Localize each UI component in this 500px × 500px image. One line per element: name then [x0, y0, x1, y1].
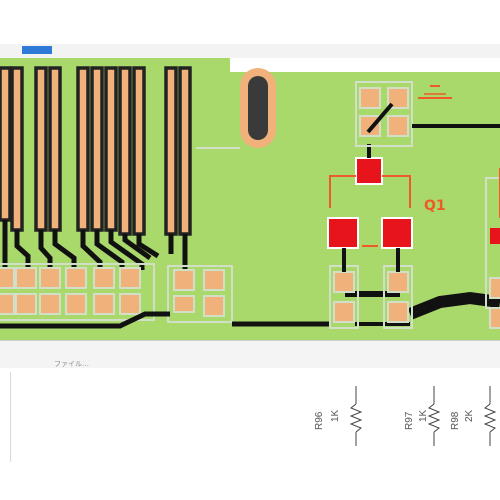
- r97-value: 1K: [418, 409, 429, 422]
- resistor-r98: R98 2K: [450, 386, 497, 446]
- schematic-panel-title: ファイル…: [54, 360, 89, 368]
- r96-ref: R96: [314, 411, 325, 430]
- q1-pad-right: [381, 217, 413, 249]
- q1-silkscreen-right: [382, 175, 411, 208]
- r97-ref: R97: [404, 411, 415, 430]
- q1-pad-left: [327, 217, 359, 249]
- r98-value: 2K: [464, 409, 475, 422]
- r96-value: 1K: [330, 409, 341, 422]
- q1-silkscreen-left: [329, 175, 356, 208]
- pcb-layout-canvas[interactable]: Q1: [0, 58, 500, 340]
- crystal-oval-pad: [196, 68, 276, 149]
- q1-label: Q1: [424, 198, 446, 214]
- pad-block-middle: [167, 265, 233, 323]
- toolbar: [0, 44, 500, 58]
- pad-grid-left: [0, 263, 155, 321]
- pad-block-top-right: [355, 81, 500, 147]
- board-top-left: [0, 58, 230, 68]
- schematic-panel-header: ファイル…: [0, 340, 500, 369]
- active-tab-indicator[interactable]: [22, 46, 52, 54]
- schematic-drawing: R96 1K R97 1K R98 2K: [314, 386, 497, 446]
- pad-block-right-edge: [485, 168, 500, 329]
- resistor-r96: R96 1K: [314, 386, 363, 446]
- r98-ref: R98: [450, 411, 461, 430]
- schematic-left-border: [10, 372, 11, 462]
- transistor-q1: Q1: [327, 144, 446, 249]
- q1-pad-top: [355, 157, 383, 185]
- pad-block-bottom-center: [329, 248, 413, 329]
- resistor-r97: R97 1K: [404, 386, 441, 446]
- schematic-canvas[interactable]: R96 1K R97 1K R98 2K: [0, 368, 500, 500]
- board-top-right-gap: [230, 58, 500, 72]
